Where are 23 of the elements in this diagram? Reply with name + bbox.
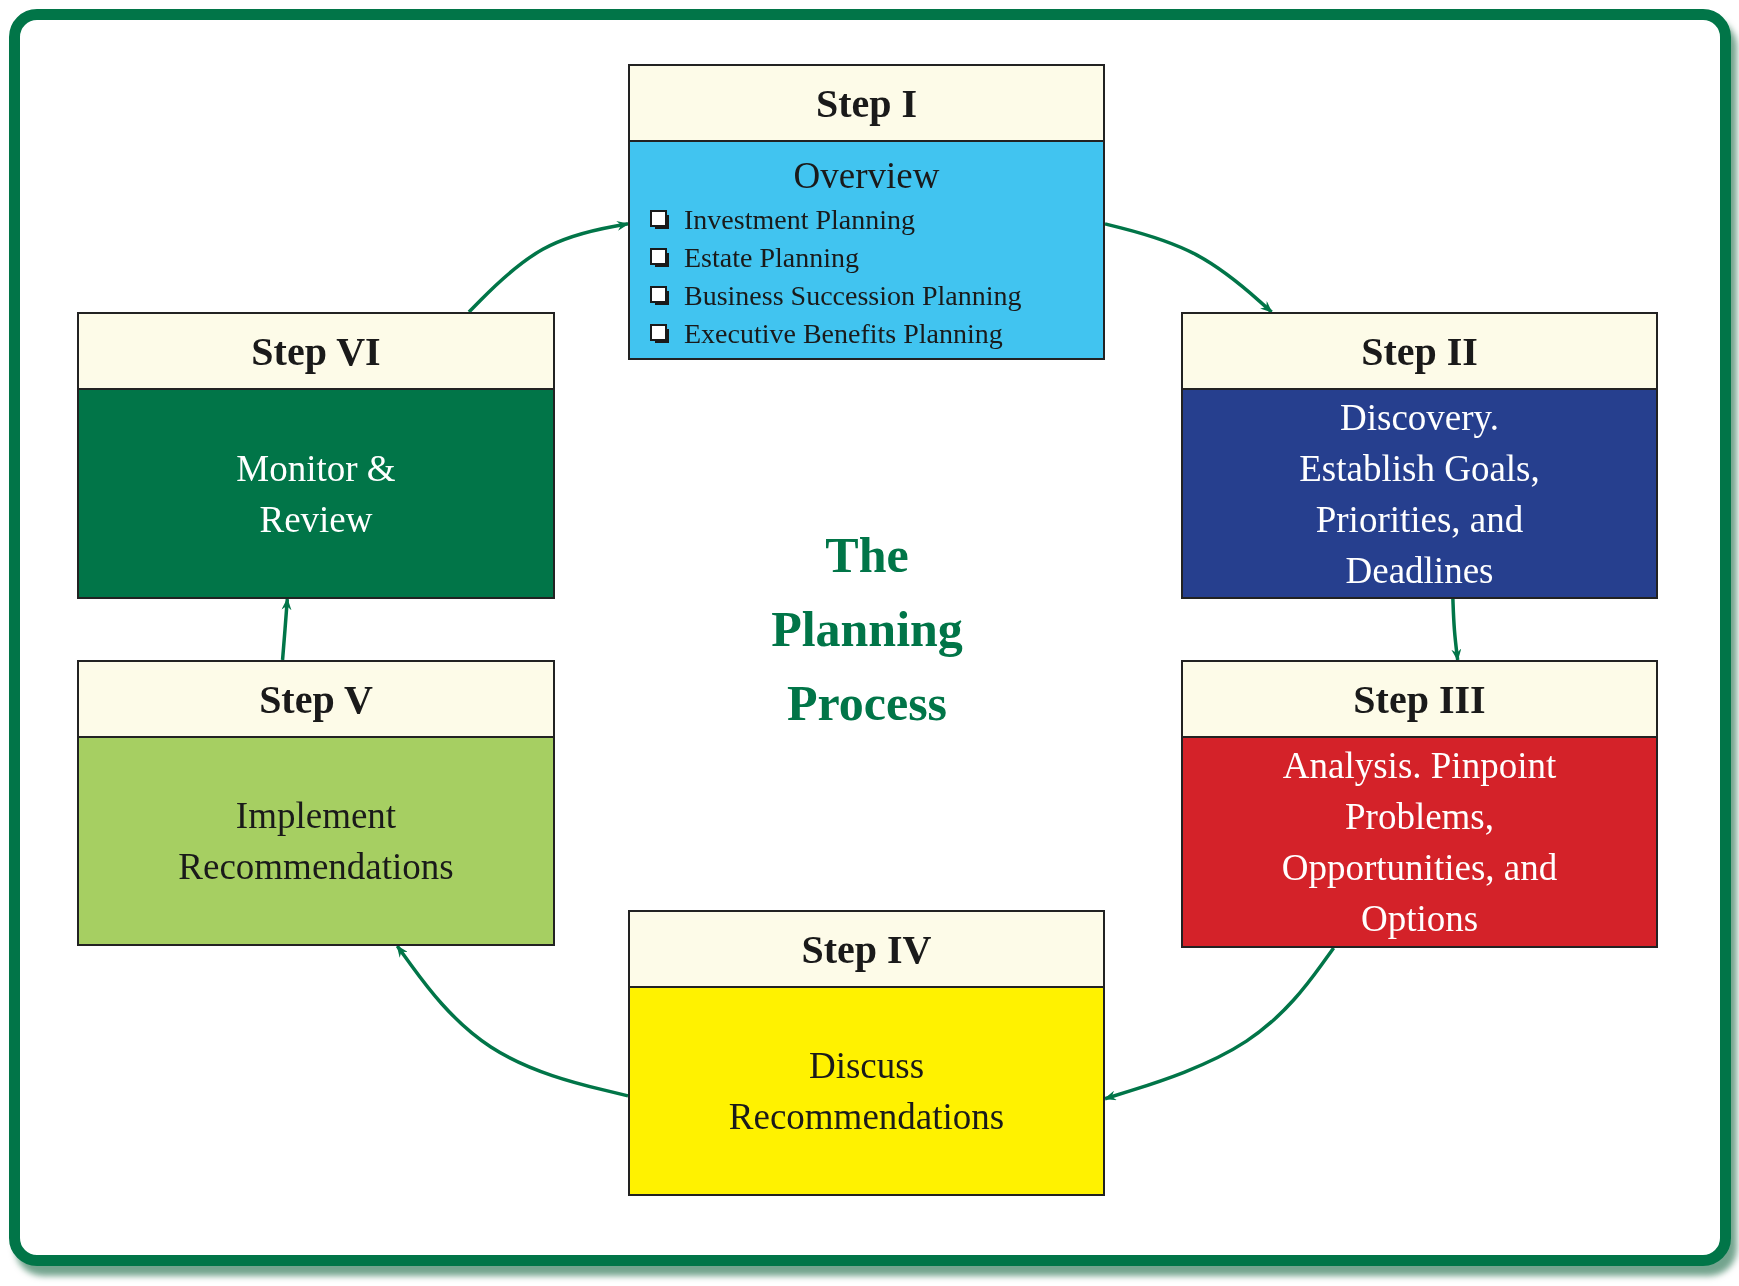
list-item: Executive Benefits Planning: [684, 317, 1003, 351]
step-box: [628, 910, 1105, 1196]
arrow: [467, 220, 629, 314]
step-description: Analysis. Pinpoint Problems, Opportunities, and Options: [1280, 744, 1559, 941]
list-item: Estate Planning: [684, 241, 859, 275]
step-box: [77, 660, 555, 946]
step-description: Monitor & Review: [235, 446, 397, 542]
step-box: [628, 64, 1105, 360]
arrow: [280, 598, 292, 661]
diagram-title: The Planning Process: [770, 526, 964, 733]
step-description: Discovery. Establish Goals, Priorities, and Deadlines: [1298, 395, 1541, 593]
step-box: [77, 312, 555, 599]
list-item: Investment Planning: [684, 203, 915, 237]
step-description: Overview: [793, 154, 940, 198]
arrow: [395, 944, 629, 1098]
arrow: [1104, 946, 1336, 1101]
arrow: [1104, 222, 1273, 314]
step-box: [1181, 660, 1658, 948]
step-description: Discuss Recommendations: [727, 1044, 1006, 1139]
arrow: [1451, 598, 1462, 661]
step-box: [1181, 312, 1658, 599]
step-description: Implement Recommendations: [177, 794, 455, 889]
list-item: Business Succession Planning: [684, 279, 1022, 313]
